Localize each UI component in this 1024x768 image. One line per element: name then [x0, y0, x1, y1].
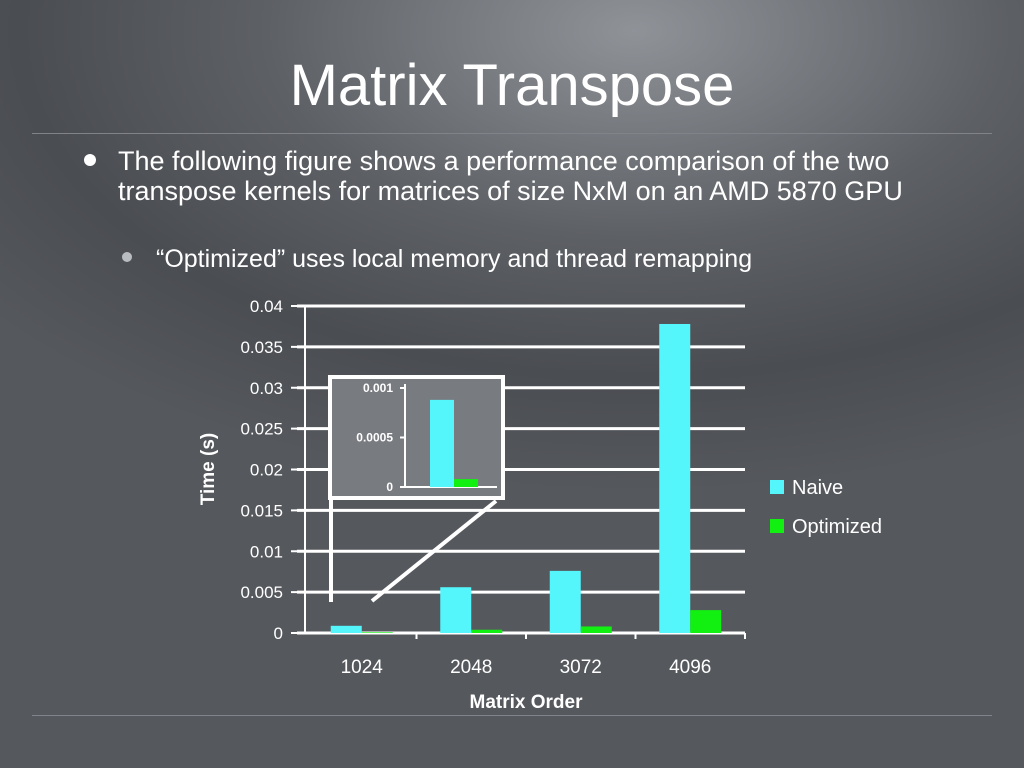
bullet-dot	[84, 154, 96, 166]
sub-bullet-dot	[122, 252, 132, 262]
bar-optimized	[471, 629, 503, 633]
y-tick-label: 0	[274, 624, 283, 643]
bar-naive	[440, 587, 472, 633]
inset-frame	[328, 375, 505, 500]
bar-naive	[659, 323, 691, 633]
inset-connector-right	[370, 499, 498, 603]
y-tick-label: 0.035	[240, 338, 283, 357]
inset-tick-label: 0	[386, 480, 393, 494]
inset-bar-optimized	[454, 479, 478, 487]
bar-optimized	[361, 632, 393, 633]
y-tick-label: 0.02	[250, 461, 283, 480]
x-tick-label: 3072	[560, 657, 602, 678]
bar-optimized	[690, 610, 722, 633]
legend-swatch-optimized	[770, 519, 784, 533]
legend-swatch-naive	[770, 480, 784, 494]
y-tick-label: 0.04	[250, 297, 283, 316]
footer-divider	[32, 715, 992, 716]
y-tick-label: 0.005	[240, 583, 283, 602]
bar-naive	[330, 625, 362, 633]
legend-label: Naive	[792, 477, 843, 499]
bar-naive	[549, 570, 581, 633]
x-tick-label: 1024	[341, 657, 384, 678]
inset-tick-label: 0.0005	[356, 431, 393, 445]
bullet-sub-text: “Optimized” uses local memory and thread…	[156, 245, 753, 273]
y-tick-label: 0.015	[240, 501, 283, 520]
x-tick-label: 4096	[669, 657, 711, 678]
title-divider	[32, 133, 992, 134]
y-tick-label: 0.025	[240, 420, 283, 439]
inset-bar-naive	[430, 399, 454, 487]
legend-label: Optimized	[792, 516, 882, 538]
x-tick-label: 2048	[450, 657, 492, 678]
y-axis-title: Time (s)	[198, 433, 219, 506]
x-axis-title: Matrix Order	[470, 692, 584, 713]
inset-tick-label: 0.001	[363, 381, 393, 395]
y-tick-label: 0.01	[250, 542, 283, 561]
y-tick-label: 0.03	[250, 379, 283, 398]
slide-title: Matrix Transpose	[289, 53, 735, 118]
bar-optimized	[580, 626, 612, 633]
bullet-main-text: The following figure shows a performance…	[118, 146, 903, 206]
